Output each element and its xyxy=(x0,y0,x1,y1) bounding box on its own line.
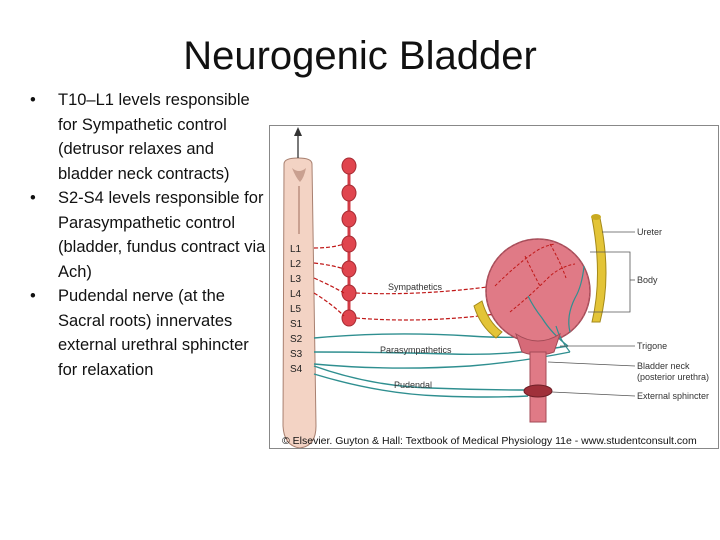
slide-title: Neurogenic Bladder xyxy=(0,34,720,79)
bladder-parasympathetic-branches xyxy=(527,265,585,353)
bullet-dot: • xyxy=(30,287,36,305)
segment-label: L3 xyxy=(290,274,302,285)
segment-label: S2 xyxy=(290,334,303,345)
bullet-item: • S2-S4 levels responsible for Parasympat… xyxy=(30,186,268,284)
slide-title-text: Neurogenic Bladder xyxy=(183,34,537,78)
sympathetics-label: Sympathetics xyxy=(388,282,443,292)
ascending-arrow-head xyxy=(294,127,302,136)
external-sphincter-label: External sphincter xyxy=(637,391,709,401)
bladder-diagram: L1 L2 L3 L4 L5 S1 S2 S3 S4 xyxy=(282,127,709,448)
body-label: Body xyxy=(637,275,658,285)
bladder-neck-sublabel: (posterior urethra) xyxy=(637,372,709,382)
segment-label: S3 xyxy=(290,349,303,360)
segment-label: L1 xyxy=(290,244,302,255)
segment-label: L2 xyxy=(290,259,302,270)
bullet-text: Pudendal nerve (at the Sacral roots) inn… xyxy=(58,287,249,379)
ureter-left xyxy=(473,300,503,339)
bladder-neck-label: Bladder neck xyxy=(637,361,690,371)
ureter xyxy=(591,217,607,323)
bladder-body xyxy=(485,238,591,344)
trigone-label: Trigone xyxy=(637,341,667,351)
bullet-text: S2-S4 levels responsible for Parasympath… xyxy=(58,189,266,281)
sympathetic-ganglia xyxy=(341,157,357,327)
figure-credit: © Elsevier. Guyton & Hall: Textbook of M… xyxy=(282,435,697,447)
bullet-item: • Pudendal nerve (at the Sacral roots) in… xyxy=(30,284,268,382)
pudendal-nerve xyxy=(313,365,531,398)
spinal-cord-gray-matter xyxy=(292,168,306,182)
bullet-dot: • xyxy=(30,91,36,109)
segment-label: S1 xyxy=(290,319,303,330)
segment-label: S4 xyxy=(290,364,303,375)
segment-label: L4 xyxy=(290,289,302,300)
external-sphincter xyxy=(523,384,553,398)
bullet-list: • T10–L1 levels responsible for Sympathet… xyxy=(30,88,268,382)
spinal-cord xyxy=(282,157,317,448)
bullet-dot: • xyxy=(30,189,36,207)
segment-label: L5 xyxy=(290,304,302,315)
parasympathetics-label: Parasympathetics xyxy=(380,345,452,355)
bullet-text: T10–L1 levels responsible for Sympatheti… xyxy=(58,91,250,183)
trigone xyxy=(515,332,561,356)
ureter-opening xyxy=(591,214,601,220)
ureter-label: Ureter xyxy=(637,227,662,237)
bullet-item: • T10–L1 levels responsible for Sympathet… xyxy=(30,88,268,186)
sympathetic-fibers xyxy=(313,243,511,321)
bladder-sympathetic-branches xyxy=(494,243,576,313)
bladder-innervation-figure: L1 L2 L3 L4 L5 S1 S2 S3 S4 xyxy=(269,125,719,449)
label-leader-lines xyxy=(547,231,636,397)
pudendal-label: Pudendal xyxy=(394,380,432,390)
